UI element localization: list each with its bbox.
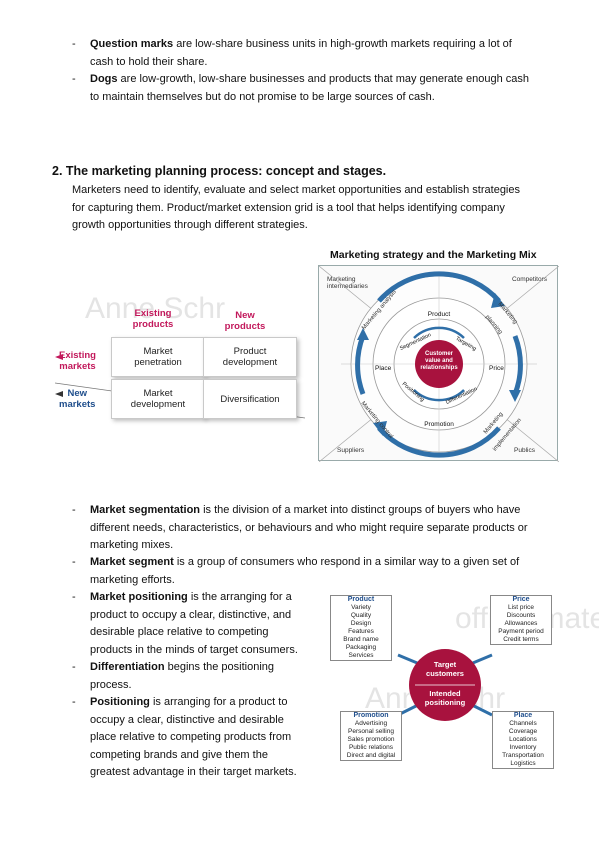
strategy-rings <box>319 266 559 462</box>
mix-box-product: Product Variety Quality Design Features … <box>330 595 392 661</box>
mix-box-promotion: Promotion Advertising Personal selling S… <box>340 711 402 761</box>
marketing-mix-diagram: Product Variety Quality Design Features … <box>330 593 560 778</box>
section-heading: 2. The marketing planning process: conce… <box>52 164 387 178</box>
corner-publics: Publics <box>514 447 535 454</box>
strategy-diagram-title: Marketing strategy and the Marketing Mix <box>330 249 537 261</box>
mix-label-promotion: Promotion <box>424 421 454 428</box>
bullet-question-marks: - Question marks are low-share business … <box>72 38 512 68</box>
section-paragraph: Marketers need to identify, evaluate and… <box>72 184 520 231</box>
mix-box-price: Price List price Discounts Allowances Pa… <box>490 595 552 645</box>
mix-label-place: Place <box>375 365 392 372</box>
cell-diversification: Diversification <box>203 379 297 419</box>
mix-box-place: Place Channels Coverage Locations Invent… <box>492 711 554 769</box>
mix-arrows <box>397 649 493 721</box>
mix-label-product: Product <box>427 311 451 318</box>
term: Question marks <box>90 38 174 50</box>
mix-label-price: Price <box>489 365 504 372</box>
term: Dogs <box>90 73 118 85</box>
bullet-dogs: - Dogs are low-growth, low-share busines… <box>72 73 530 103</box>
corner-suppliers: Suppliers <box>337 447 365 454</box>
corner-competitors: Competitors <box>511 276 547 283</box>
